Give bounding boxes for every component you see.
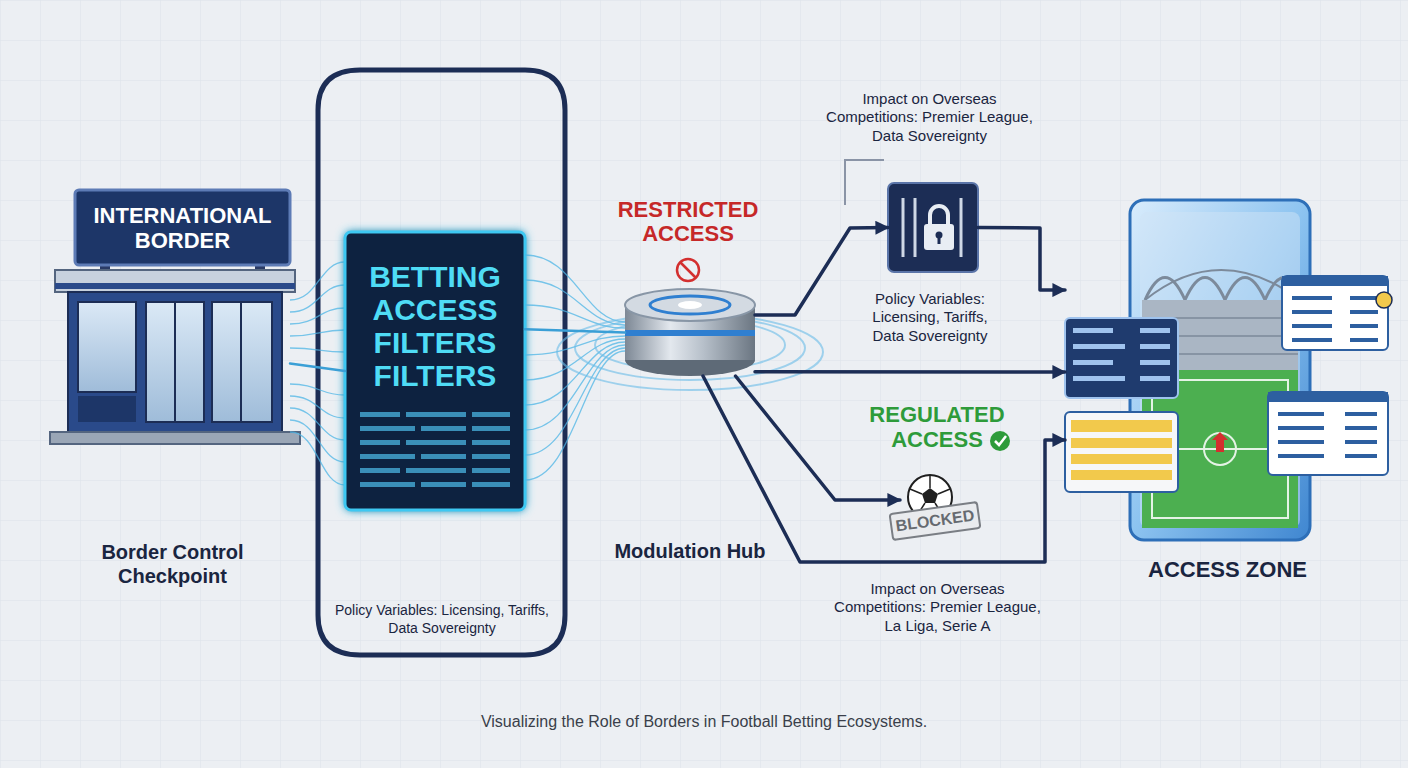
node-label: Border Control Checkpoint	[65, 540, 280, 588]
node-label: Modulation Hub	[600, 539, 780, 563]
connector-arrow	[978, 228, 1065, 291]
note-label: Policy Variables: Licensing, Tariffs, Da…	[332, 602, 552, 637]
checkpoint-booth: INTERNATIONAL BORDER Border Control Check…	[40, 185, 305, 595]
caption: Visualizing the Role of Borders in Footb…	[0, 712, 1408, 731]
access-zone: ACCESS ZONE	[1060, 190, 1395, 595]
note-label: Impact on Overseas Competitions: Premier…	[830, 580, 1045, 635]
note-label: Impact on Overseas Competitions: Premier…	[822, 90, 1037, 145]
status-label: RESTRICTED ACCESS	[598, 198, 778, 246]
connector-arrow	[755, 370, 1065, 374]
blocked-stamp: BLOCKED	[888, 501, 981, 541]
policy-note: Policy Variables: Licensing, Tariffs, Da…	[855, 290, 1005, 345]
node-outline	[1065, 190, 1390, 545]
node-outline	[50, 270, 290, 440]
connector-arrow	[703, 376, 1065, 562]
connector-arrow	[736, 376, 901, 500]
border-sign: INTERNATIONAL BORDER	[75, 193, 290, 263]
blocked-ball: BLOCKED	[880, 470, 990, 545]
lock-box: Policy Variables: Licensing, Tariffs, Da…	[855, 183, 1005, 353]
filter-panel: BETTING ACCESS FILTERS FILTERS	[345, 232, 525, 510]
modulation-hub: Modulation Hub	[600, 289, 780, 569]
connector-arrow	[525, 329, 625, 332]
node-label: ACCESS ZONE	[1060, 557, 1395, 583]
connector-arrow	[290, 364, 345, 372]
node-outline	[888, 183, 978, 272]
status-label: REGULATED ACCESS	[862, 402, 1012, 453]
connector-arrow	[755, 228, 888, 316]
panel-title: BETTING ACCESS FILTERS FILTERS	[353, 260, 517, 392]
node-outline	[625, 289, 755, 376]
